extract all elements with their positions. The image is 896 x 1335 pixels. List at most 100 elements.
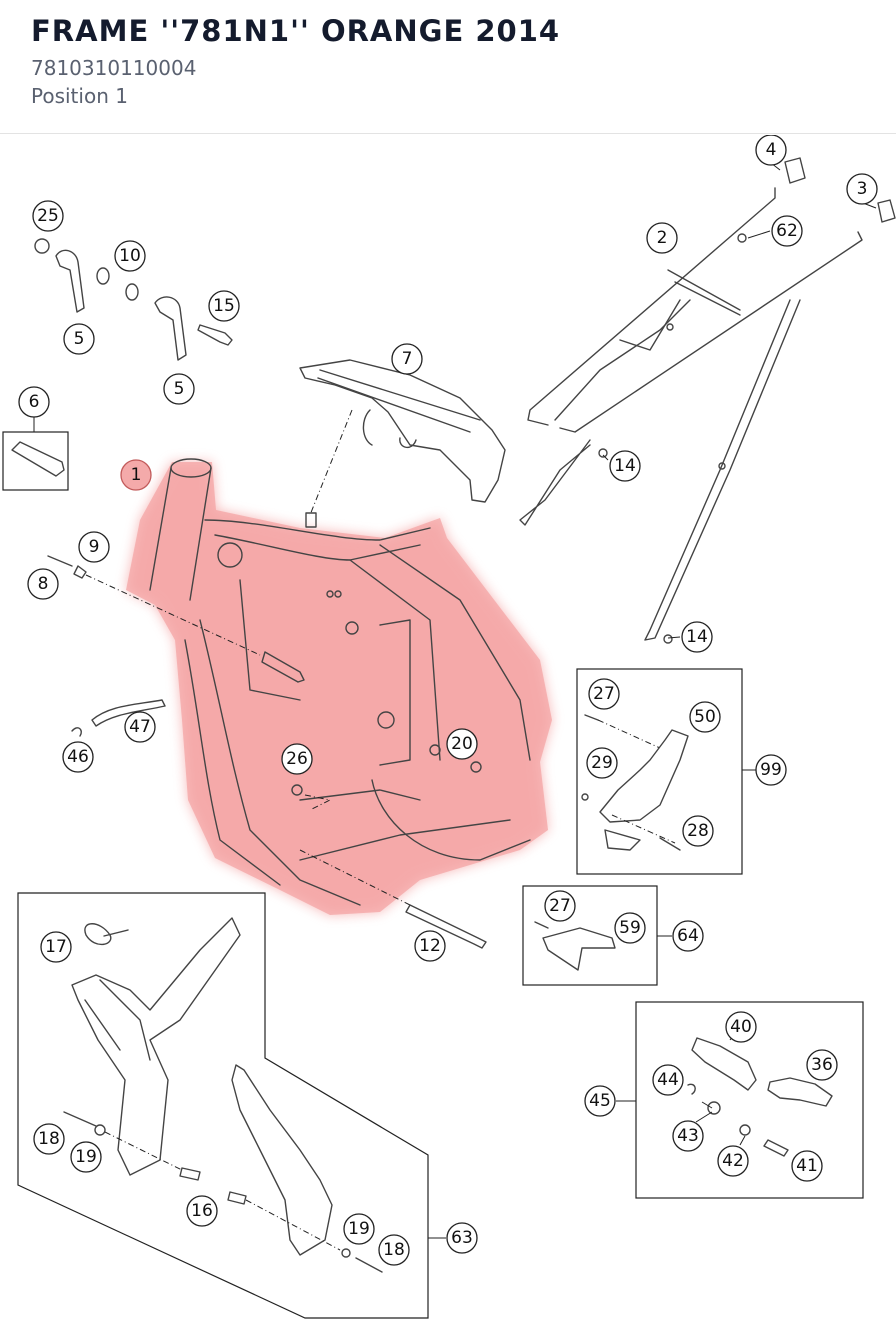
group-box-99 <box>576 668 743 875</box>
svg-text:28: 28 <box>687 821 709 841</box>
callout-99[interactable]: 99 <box>755 754 787 786</box>
svg-text:63: 63 <box>451 1228 473 1248</box>
svg-text:7: 7 <box>402 349 413 369</box>
callout-14b[interactable]: 14 <box>681 621 713 653</box>
callout-18b[interactable]: 18 <box>378 1234 410 1266</box>
callout-20[interactable]: 20 <box>446 728 478 760</box>
svg-text:16: 16 <box>191 1201 213 1221</box>
svg-text:3: 3 <box>857 179 868 199</box>
svg-text:59: 59 <box>619 918 641 938</box>
svg-text:40: 40 <box>730 1017 752 1037</box>
callout-29[interactable]: 29 <box>586 747 618 779</box>
svg-text:27: 27 <box>549 896 571 916</box>
callout-8[interactable]: 8 <box>27 568 59 600</box>
hardware-bolts <box>2 157 896 949</box>
callout-27a[interactable]: 27 <box>588 678 620 710</box>
svg-text:50: 50 <box>694 707 716 727</box>
callout-41[interactable]: 41 <box>791 1150 823 1182</box>
svg-text:4: 4 <box>766 140 777 160</box>
svg-text:12: 12 <box>419 936 441 956</box>
footpeg-parts[interactable] <box>687 1037 833 1157</box>
callout-46[interactable]: 46 <box>62 741 94 773</box>
callout-15[interactable]: 15 <box>208 290 240 322</box>
svg-text:14: 14 <box>686 627 708 647</box>
svg-text:15: 15 <box>213 296 235 316</box>
callout-12[interactable]: 12 <box>414 930 446 962</box>
callout-4[interactable]: 4 <box>755 135 787 166</box>
exploded-parts-diagram: 1 2 3 4 5 5 6 7 8 9 10 12 14 14 15 16 17… <box>2 135 896 1319</box>
svg-text:26: 26 <box>286 749 308 769</box>
callout-59[interactable]: 59 <box>614 912 646 944</box>
svg-text:18: 18 <box>383 1240 405 1260</box>
position-label: Position 1 <box>31 84 128 108</box>
svg-text:64: 64 <box>677 926 699 946</box>
svg-text:2: 2 <box>657 228 668 248</box>
svg-text:10: 10 <box>119 246 141 266</box>
page-title: FRAME ''781N1'' ORANGE 2014 <box>31 14 561 48</box>
callout-27b[interactable]: 27 <box>544 890 576 922</box>
svg-text:8: 8 <box>38 574 49 594</box>
part-number: 7810310110004 <box>31 56 197 80</box>
callout-5b[interactable]: 5 <box>163 373 195 405</box>
svg-text:9: 9 <box>89 537 100 557</box>
svg-text:44: 44 <box>657 1070 679 1090</box>
callout-47[interactable]: 47 <box>124 711 156 743</box>
group-box-63 <box>17 892 429 1319</box>
engine-guard-part[interactable] <box>299 359 506 528</box>
callout-25[interactable]: 25 <box>32 200 64 232</box>
chain-slider-part[interactable] <box>534 921 616 971</box>
callout-7[interactable]: 7 <box>391 343 423 375</box>
svg-text:5: 5 <box>174 379 185 399</box>
callout-10[interactable]: 10 <box>114 240 146 272</box>
svg-text:99: 99 <box>760 760 782 780</box>
callout-64[interactable]: 64 <box>672 920 704 952</box>
callout-18a[interactable]: 18 <box>33 1123 65 1155</box>
callout-6[interactable]: 6 <box>18 386 50 418</box>
group-box-45 <box>635 1001 864 1199</box>
chain-guide-part[interactable] <box>581 714 689 851</box>
svg-text:29: 29 <box>591 753 613 773</box>
svg-text:46: 46 <box>67 747 89 767</box>
svg-text:42: 42 <box>722 1151 744 1171</box>
callout-28[interactable]: 28 <box>682 815 714 847</box>
callout-14a[interactable]: 14 <box>609 450 641 482</box>
callout-26[interactable]: 26 <box>281 743 313 775</box>
callout-62[interactable]: 62 <box>771 215 803 247</box>
callout-3[interactable]: 3 <box>846 173 878 205</box>
subframe-part[interactable] <box>519 187 863 641</box>
callout-36[interactable]: 36 <box>806 1049 838 1081</box>
callout-50[interactable]: 50 <box>689 701 721 733</box>
callout-42[interactable]: 42 <box>717 1145 749 1177</box>
svg-text:25: 25 <box>37 206 59 226</box>
svg-text:47: 47 <box>129 717 151 737</box>
callout-45[interactable]: 45 <box>584 1085 616 1117</box>
svg-text:20: 20 <box>451 734 473 754</box>
page-header: FRAME ''781N1'' ORANGE 2014 781031011000… <box>0 0 896 134</box>
callout-63[interactable]: 63 <box>446 1222 478 1254</box>
callout-19b[interactable]: 19 <box>343 1213 375 1245</box>
svg-text:36: 36 <box>811 1055 833 1075</box>
svg-text:6: 6 <box>29 392 40 412</box>
frame-part-highlight[interactable] <box>126 458 552 915</box>
svg-text:43: 43 <box>677 1126 699 1146</box>
callout-43[interactable]: 43 <box>672 1120 704 1152</box>
callout-2[interactable]: 2 <box>646 222 678 254</box>
svg-text:17: 17 <box>45 937 67 957</box>
callout-16[interactable]: 16 <box>186 1195 218 1227</box>
svg-text:18: 18 <box>38 1129 60 1149</box>
svg-text:41: 41 <box>796 1156 818 1176</box>
svg-text:1: 1 <box>131 465 142 485</box>
callout-17[interactable]: 17 <box>40 931 72 963</box>
callout-40[interactable]: 40 <box>725 1011 757 1043</box>
svg-text:19: 19 <box>348 1219 370 1239</box>
callout-5a[interactable]: 5 <box>63 323 95 355</box>
callout-9[interactable]: 9 <box>78 531 110 563</box>
callout-19a[interactable]: 19 <box>70 1141 102 1173</box>
svg-text:19: 19 <box>75 1147 97 1167</box>
svg-text:14: 14 <box>614 456 636 476</box>
svg-text:45: 45 <box>589 1091 611 1111</box>
frame-protector-parts[interactable] <box>63 917 383 1273</box>
callout-1[interactable]: 1 <box>120 459 152 491</box>
svg-text:62: 62 <box>776 221 798 241</box>
callout-44[interactable]: 44 <box>652 1064 684 1096</box>
